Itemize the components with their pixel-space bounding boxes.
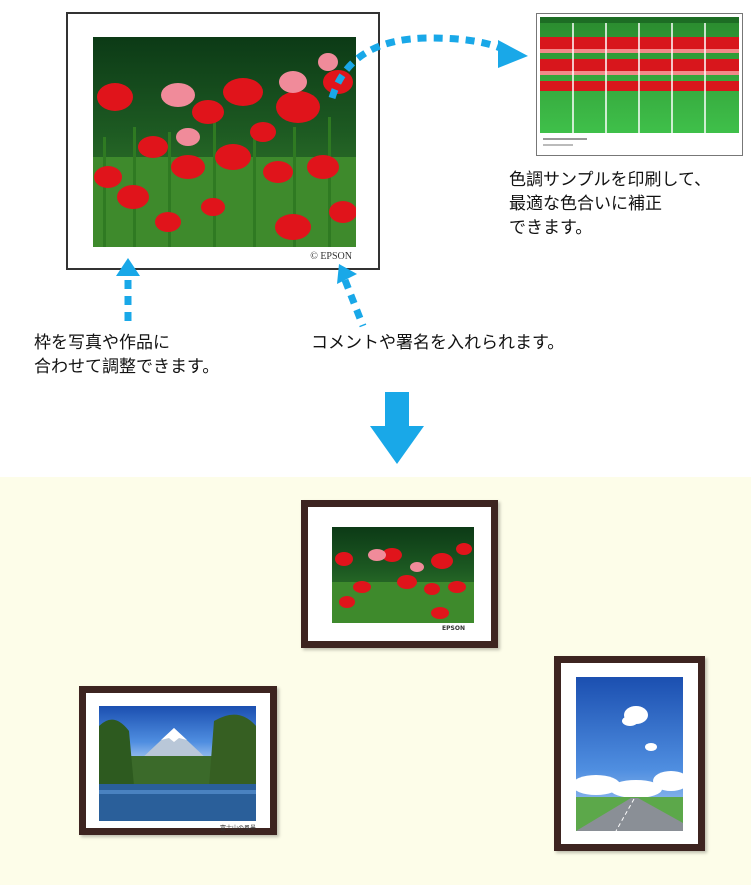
tone-sample-sheet <box>536 13 743 156</box>
down-arrow-icon <box>370 392 424 464</box>
poppy-photo <box>93 37 356 247</box>
poppy-photo <box>332 527 474 623</box>
print-credit: EPSON <box>442 625 465 632</box>
dotted-up-arrow-icon <box>337 264 367 328</box>
dotted-up-arrow-icon <box>116 258 140 328</box>
sample-label-line <box>543 144 573 146</box>
framed-landscape-print: 富士山の風景 <box>79 686 277 835</box>
framed-poppy-print: EPSON <box>301 500 498 648</box>
sample-label-line <box>543 138 587 140</box>
caption-line: 合わせて調整できます。 <box>34 357 220 377</box>
framed-sky-print <box>554 656 705 851</box>
frame-adjust-caption: 枠を写真や作品に 合わせて調整できます。 <box>34 331 219 379</box>
print-preview-sheet: © EPSON <box>66 12 380 270</box>
caption-line: できます。 <box>509 218 593 238</box>
comment-signature-caption: コメントや署名を入れられます。 <box>311 333 565 353</box>
caption-line: 枠を写真や作品に <box>34 333 170 353</box>
dotted-curved-arrow-icon <box>328 34 528 100</box>
print-credit: 富士山の風景 <box>219 825 256 832</box>
tone-sample-strip <box>540 17 739 133</box>
tone-sample-caption: 色調サンプルを印刷して、 最適な色合いに補正 できます。 <box>509 168 711 240</box>
mountain-landscape-photo <box>99 706 256 821</box>
copyright-credit: © EPSON <box>310 251 352 262</box>
caption-line: 色調サンプルを印刷して、 <box>509 170 712 190</box>
caption-line: 最適な色合いに補正 <box>509 194 662 214</box>
sky-road-photo <box>576 677 683 831</box>
